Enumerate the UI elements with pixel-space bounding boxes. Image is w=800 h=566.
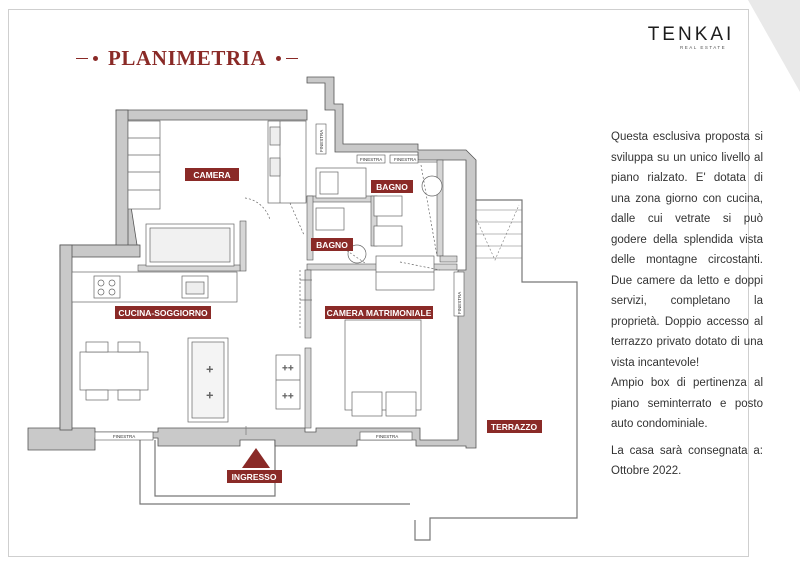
camera-furniture <box>127 120 307 267</box>
svg-text:+: + <box>206 365 214 375</box>
exterior-walls <box>27 76 477 451</box>
description-paragraph: Questa esclusiva proposta si sviluppa su… <box>611 131 763 369</box>
window-label: FINESTRA <box>319 130 324 152</box>
svg-text:INGRESSO: INGRESSO <box>232 472 277 482</box>
room-label-bagno-small: BAGNO <box>311 238 353 251</box>
window-label: FINESTRA <box>113 434 135 439</box>
title-rule-right <box>286 57 299 59</box>
page-title: PLANIMETRIA <box>108 45 267 70</box>
title-dot-right <box>276 55 282 61</box>
title-rule-left <box>76 57 88 59</box>
window-label: FINESTRA <box>360 157 382 162</box>
room-label-cucina: CUCINA-SOGGIORNO <box>115 306 211 319</box>
description-paragraph: Ampio box di pertinenza al piano seminte… <box>611 377 763 430</box>
svg-text:BAGNO: BAGNO <box>376 182 408 192</box>
brand-name: TENKAI <box>647 24 735 45</box>
window-label: FINESTRA <box>376 434 398 439</box>
room-label-ingresso: INGRESSO <box>227 470 282 483</box>
brand-logo: TENKAI REAL ESTATE <box>646 24 736 50</box>
svg-text:CUCINA-SOGGIORNO: CUCINA-SOGGIORNO <box>118 308 208 318</box>
room-label-camera-matrimoniale: CAMERA MATRIMONIALE <box>325 306 433 319</box>
brand-subtitle: REAL ESTATE <box>680 45 727 50</box>
room-label-bagno-top: BAGNO <box>371 180 413 193</box>
entrance-marker <box>242 448 270 468</box>
bedroom-master-furniture <box>344 255 441 417</box>
window-label: FINESTRA <box>457 292 462 314</box>
title-block: PLANIMETRIA <box>76 40 299 76</box>
room-label-terrazzo: TERRAZZO <box>487 420 542 433</box>
property-description: Questa esclusiva proposta si sviluppa su… <box>611 127 763 482</box>
svg-text:++: ++ <box>282 364 294 372</box>
svg-text:+: + <box>206 391 214 401</box>
page-frame <box>8 9 749 557</box>
window-labels: FINESTRA FINESTRA FINESTRA FINESTRA FINE… <box>113 130 462 439</box>
description-paragraph: La casa sarà consegnata a: Ottobre 2022. <box>611 444 763 478</box>
svg-text:TERRAZZO: TERRAZZO <box>491 422 538 432</box>
kitchen-living-furniture: + + ++ ++ <box>71 271 301 435</box>
window-label: FINESTRA <box>394 157 416 162</box>
svg-text:CAMERA MATRIMONIALE: CAMERA MATRIMONIALE <box>327 308 432 318</box>
corner-decoration <box>748 0 800 92</box>
svg-text:++: ++ <box>282 392 294 400</box>
bathroom-top-fixtures <box>315 161 443 257</box>
svg-text:CAMERA: CAMERA <box>193 170 230 180</box>
window-slots <box>94 123 465 441</box>
title-dot-left <box>93 55 98 61</box>
room-label-camera: CAMERA <box>185 168 239 181</box>
svg-text:BAGNO: BAGNO <box>316 240 348 250</box>
